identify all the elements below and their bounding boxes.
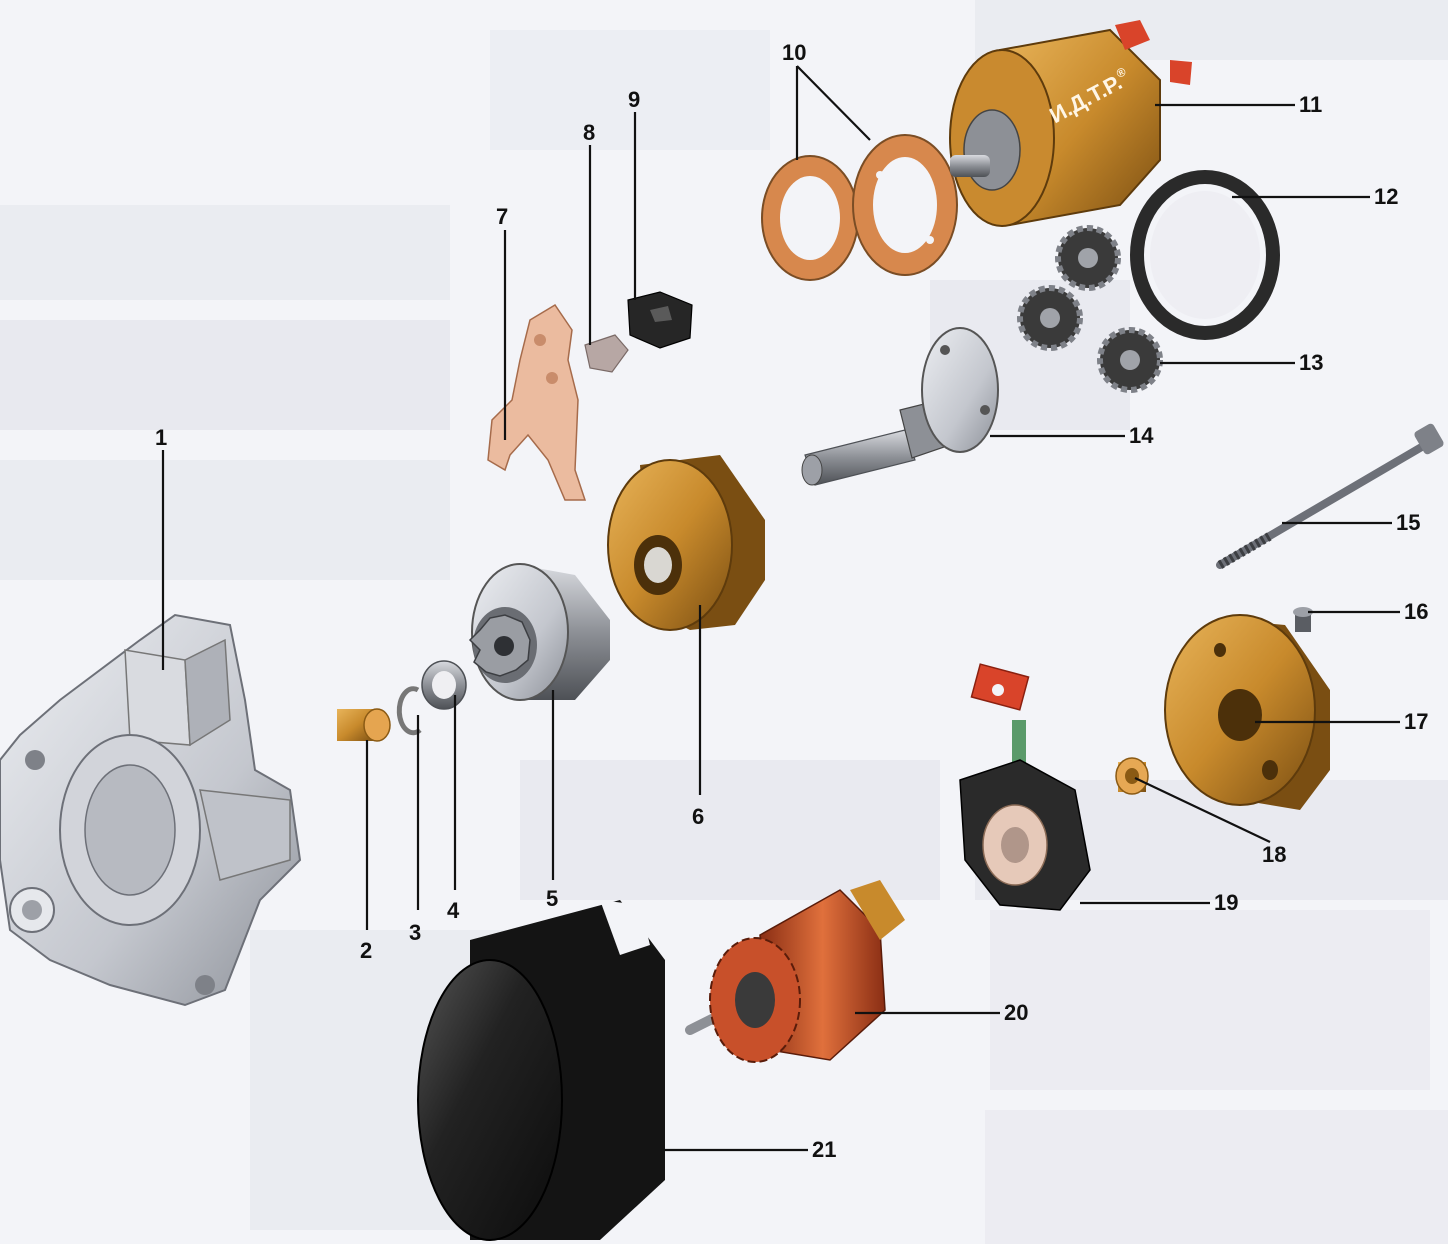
part-rubber-block [627,291,693,349]
svg-text:4: 4 [447,898,460,923]
part-rubber-plate [584,334,629,373]
svg-text:9: 9 [628,87,640,112]
callout-9: 9 [628,87,640,300]
part-armature [685,880,905,1063]
part-gaskets [761,134,958,281]
callout-12: 12 [1232,184,1398,209]
callout-20: 20 [855,1000,1028,1025]
callout-1: 1 [155,425,167,670]
part-stator-housing [417,900,665,1241]
svg-text:20: 20 [1004,1000,1028,1025]
svg-text:12: 12 [1374,184,1398,209]
callout-19: 19 [1080,890,1238,915]
svg-text:3: 3 [409,920,421,945]
part-retaining-ring [396,686,422,736]
svg-text:10: 10 [782,40,806,65]
svg-text:11: 11 [1299,92,1322,117]
callout-5: 5 [546,690,558,911]
callout-3: 3 [409,715,421,945]
svg-text:15: 15 [1396,510,1420,535]
part-screw [1293,607,1313,632]
part-shift-fork [487,303,587,501]
callout-21: 21 [663,1137,836,1162]
callout-18: 18 [1134,777,1286,867]
callout-14: 14 [990,423,1154,448]
callout-6: 6 [692,605,704,829]
part-through-bolt [1216,423,1444,569]
svg-text:21: 21 [812,1137,836,1162]
part-end-bushing [1115,757,1149,795]
part-ring-gear [1130,170,1280,340]
callout-17: 17 [1255,709,1428,734]
callout-16: 16 [1308,599,1428,624]
part-gear-housing-cover [607,455,765,631]
part-thrust-washer [421,660,467,710]
callout-11: 11 [1155,92,1322,117]
part-overrunning-clutch [468,563,610,701]
svg-text:1: 1 [155,425,167,450]
svg-text:2: 2 [360,938,372,963]
svg-text:16: 16 [1404,599,1428,624]
part-brush-holder [959,663,1091,911]
part-bushing [337,708,391,742]
callout-15: 15 [1282,510,1420,535]
svg-text:14: 14 [1129,423,1154,448]
svg-text:7: 7 [496,204,508,229]
callout-8: 8 [583,120,595,345]
svg-text:19: 19 [1214,890,1238,915]
callout-10: 10 [782,40,871,160]
callouts: 1 2 3 4 5 6 7 8 [155,40,1428,1162]
callout-2: 2 [360,740,372,963]
svg-text:5: 5 [546,886,558,911]
svg-text:17: 17 [1404,709,1428,734]
part-drive-end-housing [0,613,302,1007]
callout-4: 4 [447,695,460,923]
callout-7: 7 [496,204,508,440]
callout-13: 13 [1160,350,1323,375]
part-solenoid: И.Д.Т.Р.® [949,20,1192,227]
svg-text:8: 8 [583,120,595,145]
part-planet-gears [1017,225,1163,393]
part-output-shaft [801,327,999,486]
svg-text:6: 6 [692,804,704,829]
svg-text:18: 18 [1262,842,1286,867]
part-commutator-end-cover [1164,614,1330,810]
svg-text:13: 13 [1299,350,1323,375]
